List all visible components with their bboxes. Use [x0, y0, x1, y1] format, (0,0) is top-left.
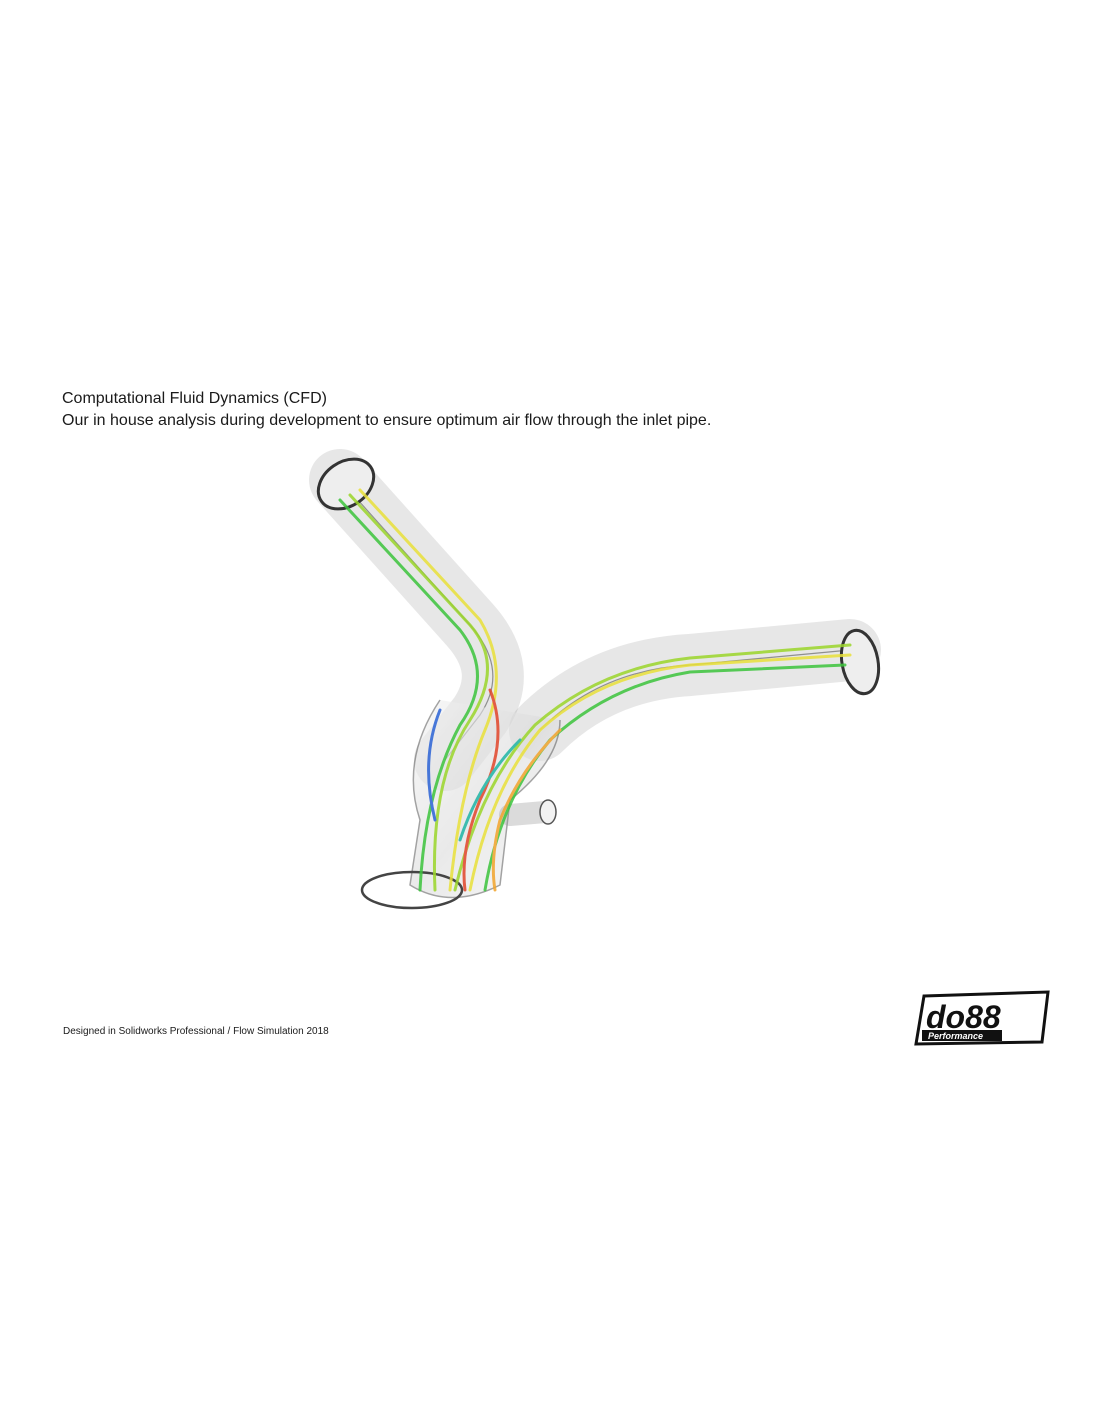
outlet-opening	[360, 870, 464, 910]
flow-streamlines	[338, 488, 852, 892]
logo-tagline: Performance	[928, 1031, 983, 1041]
logo-wordmark: do88	[926, 999, 1001, 1035]
page-heading: Computational Fluid Dynamics (CFD) Our i…	[62, 388, 711, 432]
brand-logo: do88 Performance	[912, 990, 1052, 1046]
side-stub	[499, 801, 556, 826]
page-title: Computational Fluid Dynamics (CFD)	[62, 390, 327, 407]
software-credit: Designed in Solidworks Professional / Fl…	[63, 1026, 329, 1037]
cfd-pipe-render	[40, 440, 1060, 1000]
page-subtitle: Our in house analysis during development…	[62, 412, 712, 429]
inlet-opening-upper	[316, 457, 376, 511]
